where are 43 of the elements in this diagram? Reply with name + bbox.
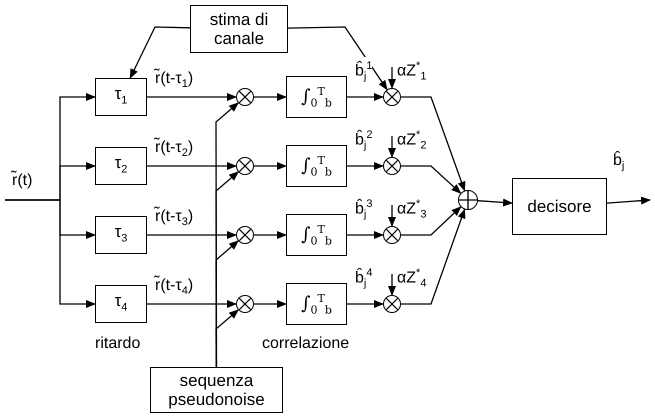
arrow xyxy=(215,309,239,367)
process-box: decisore xyxy=(512,178,607,235)
arrow xyxy=(254,231,287,239)
multiplier-symbol xyxy=(236,226,254,244)
arrow xyxy=(347,231,384,239)
process-box: stima di canale xyxy=(190,5,288,53)
arrow xyxy=(347,162,384,170)
arrow xyxy=(401,206,462,236)
arrow xyxy=(147,162,237,170)
delay-box: τ$_{3}$ xyxy=(95,216,147,254)
arrow xyxy=(388,67,396,89)
arrow xyxy=(254,162,287,170)
arrow xyxy=(254,93,287,101)
arrow xyxy=(388,274,396,296)
multiplier-symbol xyxy=(236,295,254,313)
arrow xyxy=(147,300,237,308)
delay-box: τ$_{2}$ xyxy=(95,147,147,185)
signal-label: r̃(t) xyxy=(12,172,32,190)
multiplier-symbol xyxy=(383,295,401,313)
arrow xyxy=(347,93,384,101)
multiplier-symbol xyxy=(236,88,254,106)
arrow xyxy=(254,300,287,308)
multiplier-symbol xyxy=(383,157,401,175)
delay-box: τ$_{1}$ xyxy=(95,78,147,116)
arrow xyxy=(388,136,396,158)
adder-symbol xyxy=(458,190,478,210)
multiplier-symbol xyxy=(236,157,254,175)
arrow xyxy=(401,165,462,194)
arrow xyxy=(288,26,388,90)
arrow xyxy=(5,199,96,308)
delay-box: τ$_{4}$ xyxy=(95,285,147,323)
multiplier-symbol xyxy=(383,88,401,106)
arrow xyxy=(478,198,513,206)
arrow xyxy=(401,208,466,305)
multiplier-symbol xyxy=(383,226,401,244)
arrow xyxy=(147,93,237,101)
arrow xyxy=(606,196,651,205)
arrow xyxy=(130,26,190,79)
arrow xyxy=(147,231,237,239)
arrow xyxy=(388,205,396,227)
arrow xyxy=(347,300,384,308)
process-box: sequenza pseudonoise xyxy=(150,367,283,413)
arrow xyxy=(401,96,466,192)
